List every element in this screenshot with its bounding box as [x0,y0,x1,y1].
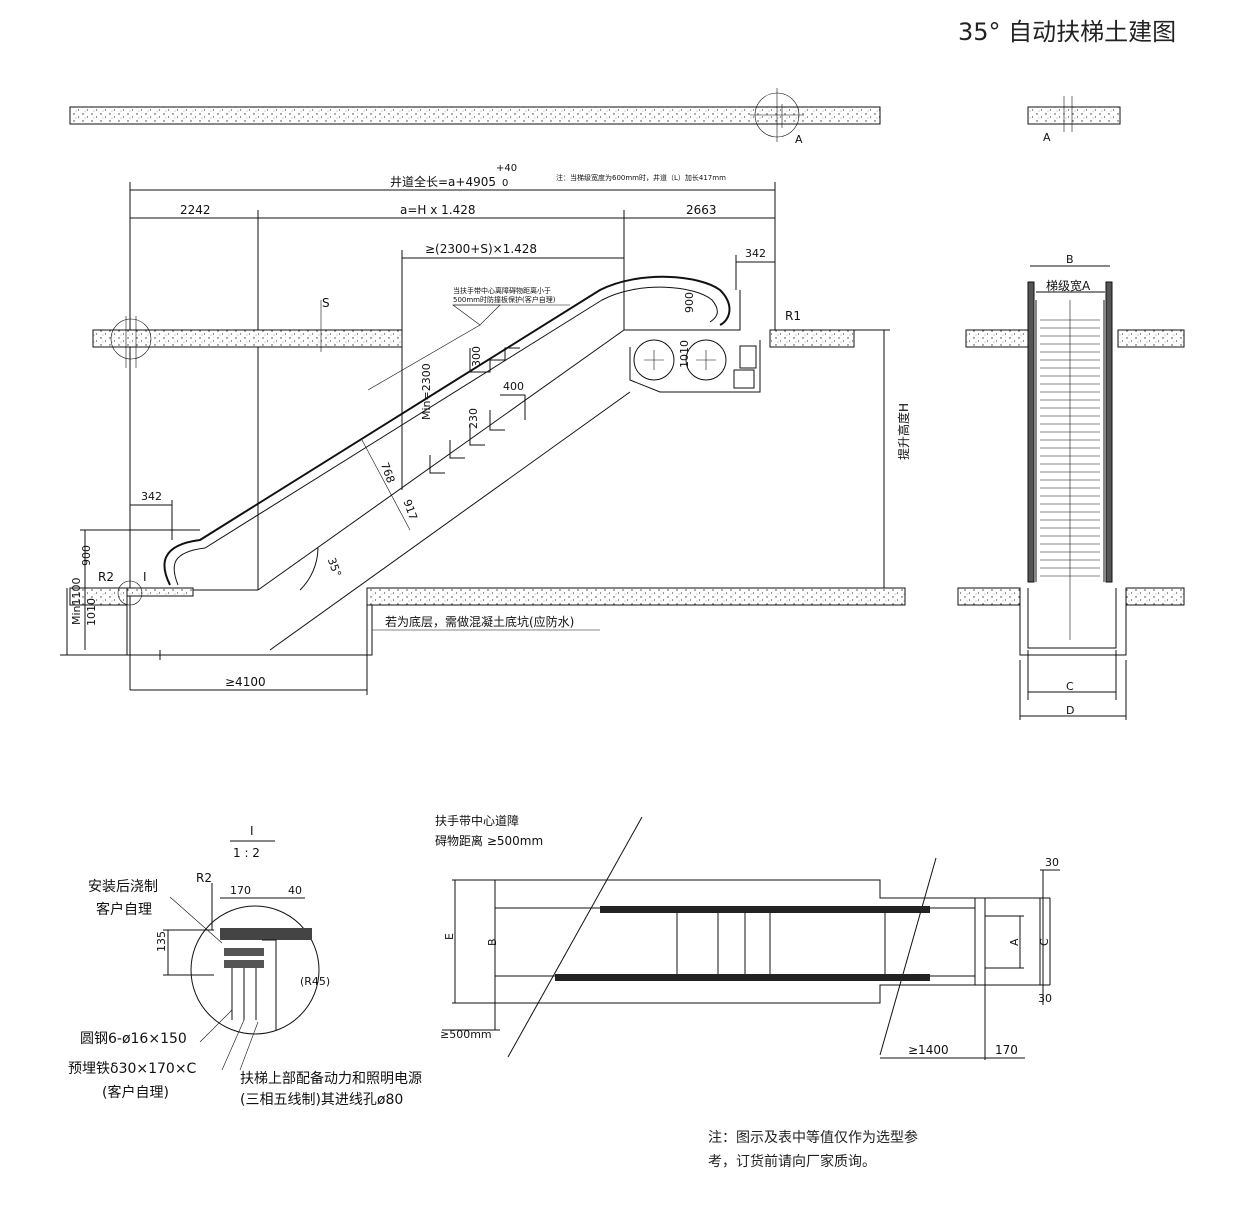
page-title: 35° 自动扶梯土建图 [958,18,1177,46]
side-ceiling-slab: A [1027,96,1121,144]
dim-342-bottom: 342 [141,490,162,503]
handrail-note-2: 500mm时防撞板保护(客户自理) [453,295,556,304]
angle-35: 35° [325,556,344,579]
side-label-b: B [1066,253,1074,266]
ceiling-slab: A [69,88,881,146]
note-power-2: (三相五线制)其进线孔ø80 [240,1092,403,1108]
rise-label: 提升高度H [896,403,911,460]
note-embed-1: 预埋铁δ30×170×C [68,1061,197,1077]
dim-min2300: Min=2300 [420,363,433,420]
plan-note-2: 碍物距离 ≥500mm [435,833,543,848]
dim-342-top: 342 [745,247,766,260]
footer-note: 注：图示及表中等值仅作为选型参 考，订货前请向厂家质询。 [708,1126,918,1174]
label-r2: R2 [98,570,114,584]
plan-note-1: 扶手带中心道障 [435,813,519,828]
side-label-c: C [1066,680,1074,693]
label-s: S [322,296,330,310]
dim-300: 300 [470,346,483,367]
side-view: B 梯级宽A C D [957,253,1185,720]
plan-dim-500: ≥500mm [440,1028,492,1041]
note-cast-2: 客户自理 [96,901,152,918]
side-section-a-label: A [1043,131,1051,144]
total-length-label: 井道全长=a+4905 [390,174,496,189]
plan-view: 扶手带中心道障 碍物距离 ≥500mm A C 30 30 E B ≥500mm [435,813,1060,1060]
plan-label-e: E [443,933,456,940]
footer-note-line-1: 注：图示及表中等值仅作为选型参 [708,1130,918,1146]
step-width-note: 注：当梯级宽度为600mm时，井道（L）加长417mm [556,173,726,182]
dim-min1100: Min1100 [70,577,83,625]
plan-dim-1400: ≥1400 [908,1043,949,1057]
detail-title: I [250,824,254,838]
dim-230: 230 [467,408,480,429]
dim-4100: ≥4100 [225,675,266,689]
note-power-1: 扶梯上部配备动力和照明电源 [240,1070,422,1087]
plan-dim-30-bottom: 30 [1038,992,1052,1005]
detail-i: I 1 : 2 R2 170 40 135 (R45) 安装后浇制 客户自理 圆… [68,824,422,1108]
side-label-step-width: 梯级宽A [1046,278,1091,293]
handrail-note-1: 当扶手带中心离障碍物距离小于 [453,286,551,295]
detail-dim-40: 40 [288,884,302,897]
dim-2242: 2242 [180,203,211,217]
detail-r2: R2 [196,871,212,885]
detail-r45: (R45) [300,975,330,988]
dim-a: a=H x 1.428 [400,203,476,217]
plan-label-c: C [1038,938,1051,946]
footer-note-line-2: 考，订货前请向厂家质询。 [708,1154,876,1170]
plan-dim-30-top: 30 [1045,856,1059,869]
detail-scale: 1 : 2 [233,846,260,860]
dim-917: 917 [400,498,419,522]
dim-400: 400 [503,380,524,393]
dim-900-top: 900 [683,292,696,313]
detail-dim-170: 170 [230,884,251,897]
side-label-d: D [1066,704,1074,717]
plan-label-b: B [486,938,499,946]
tolerance-plus: +40 [496,163,517,174]
label-r1: R1 [785,309,801,323]
dim-2663: 2663 [686,203,717,217]
note-cast-1: 安装后浇制 [88,879,158,895]
note-rod: 圆钢6-ø16×150 [80,1031,187,1047]
section-a-label: A [795,133,803,146]
note-embed-2: (客户自理) [102,1084,169,1101]
dim-768: 768 [378,461,397,485]
label-i: I [143,570,147,584]
steps-detail [429,347,526,474]
tolerance-zero: 0 [502,178,508,189]
dim-1010-top: 1010 [678,340,691,368]
plan-dim-170: 170 [995,1043,1018,1057]
pit-note: 若为底层，需做混凝土底坑(应防水) [385,614,574,629]
dim-2300s: ≥(2300+S)×1.428 [425,242,537,256]
plan-label-a: A [1008,938,1021,946]
dim-900-bottom: 900 [80,545,93,566]
detail-dim-135: 135 [155,931,168,952]
dim-1010-bottom: 1010 [85,598,98,626]
elevation-view: 井道全长=a+4905 +40 0 注：当梯级宽度为600mm时，井道（L）加长… [60,163,911,695]
